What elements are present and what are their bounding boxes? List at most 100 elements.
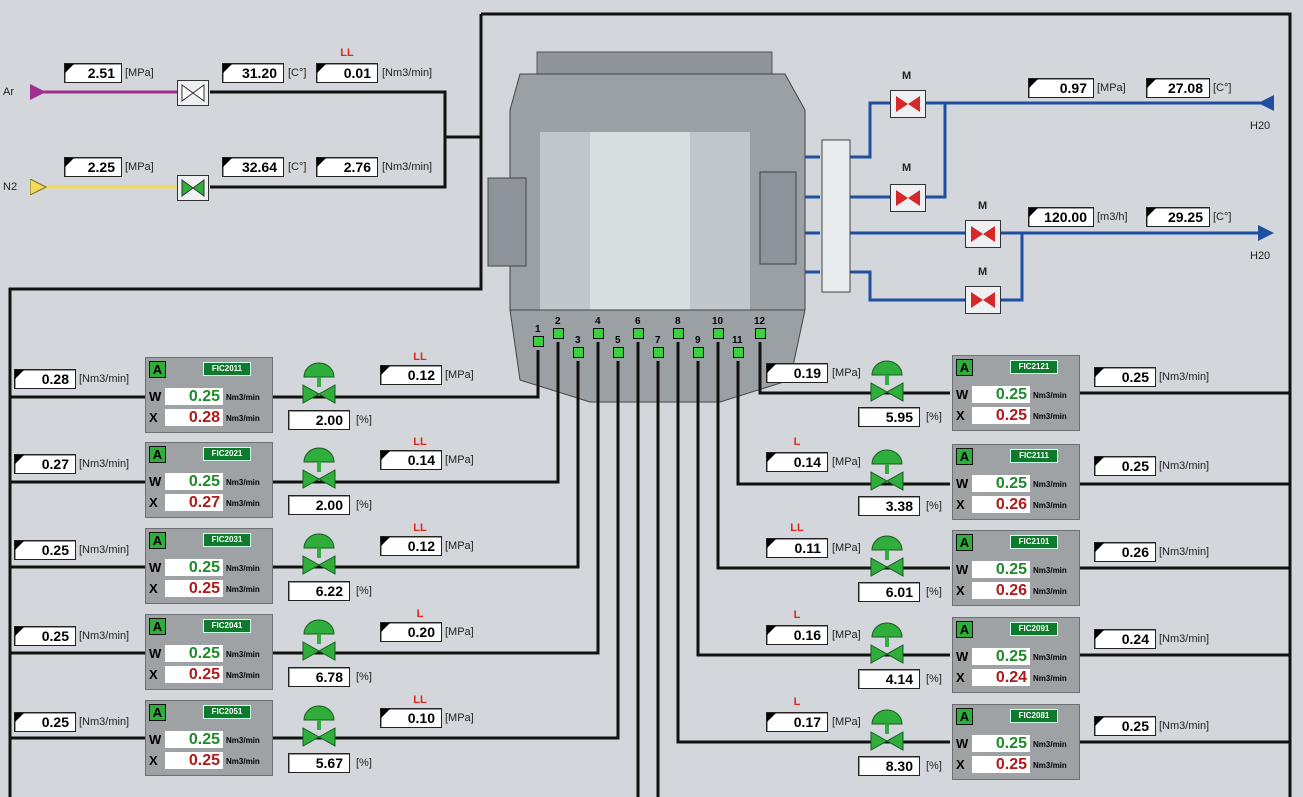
injection-node[interactable]	[633, 328, 644, 339]
valve-position-unit: [%]	[356, 585, 372, 597]
mode-indicator[interactable]: A	[956, 448, 973, 465]
control-valve-icon[interactable]	[300, 532, 338, 581]
setpoint-value[interactable]: 0.25	[972, 561, 1030, 578]
setpoint-value[interactable]: 0.25	[165, 473, 223, 490]
injection-node[interactable]	[673, 328, 684, 339]
setpoint-value[interactable]: 0.25	[165, 388, 223, 405]
water-valve-2-icon[interactable]	[890, 184, 926, 212]
injection-node[interactable]	[653, 347, 664, 358]
control-valve-icon[interactable]	[868, 708, 906, 757]
ar-flow-value: 0.01	[316, 63, 378, 83]
water-valve-1-icon[interactable]	[890, 90, 926, 118]
controller-tag: FIC2021	[203, 447, 251, 461]
water-outlet-arrow-icon	[1258, 95, 1274, 111]
mode-indicator[interactable]: A	[956, 621, 973, 638]
valve-position-value: 6.78	[288, 667, 350, 687]
setpoint-value[interactable]: 0.25	[165, 731, 223, 748]
injection-node[interactable]	[553, 328, 564, 339]
water-top-pressure-value: 0.97	[1028, 78, 1094, 98]
setpoint-value[interactable]: 0.25	[165, 559, 223, 576]
valve-position-value: 3.38	[858, 496, 920, 516]
mode-indicator[interactable]: A	[149, 618, 166, 635]
injection-node[interactable]	[573, 347, 584, 358]
injection-node[interactable]	[613, 347, 624, 358]
water-valve-3-icon[interactable]	[965, 220, 1001, 248]
setpoint-value[interactable]: 0.25	[972, 475, 1030, 492]
injection-node[interactable]	[713, 328, 724, 339]
motor-valve-label: M	[978, 200, 988, 212]
feed-flow-value: 0.26	[1094, 542, 1156, 562]
control-valve-icon[interactable]	[300, 446, 338, 495]
setpoint-value[interactable]: 0.25	[972, 735, 1030, 752]
control-valve-icon[interactable]	[868, 359, 906, 408]
control-valve-icon[interactable]	[868, 534, 906, 583]
pressure-value: 0.19	[766, 363, 828, 383]
measured-label: X	[149, 495, 158, 510]
injection-node[interactable]	[593, 328, 604, 339]
control-valve-icon[interactable]	[868, 621, 906, 670]
setpoint-label: W	[149, 560, 162, 575]
mode-indicator[interactable]: A	[149, 532, 166, 549]
injection-node[interactable]	[693, 347, 704, 358]
measured-value: 0.25	[972, 756, 1030, 773]
injection-node-number: 3	[575, 335, 581, 346]
feed-flow-unit: [Nm3/min]	[1159, 633, 1210, 645]
controller-tag: FIC2101	[1010, 535, 1058, 549]
n2-pressure-unit: [MPa]	[125, 161, 154, 173]
feed-flow-value: 0.25	[1094, 456, 1156, 476]
injection-node-number: 12	[754, 316, 766, 327]
setpoint-value[interactable]: 0.25	[165, 645, 223, 662]
n2-temp-unit: [C°]	[288, 161, 307, 173]
measured-unit: Nm3/min	[1033, 412, 1067, 421]
water-valve-4-icon[interactable]	[965, 286, 1001, 314]
setpoint-unit: Nm3/min	[1033, 740, 1067, 749]
injection-node[interactable]	[755, 328, 766, 339]
pressure-unit: [MPa]	[445, 712, 474, 724]
setpoint-value[interactable]: 0.25	[972, 648, 1030, 665]
feed-flow-value: 0.24	[1094, 629, 1156, 649]
mode-indicator[interactable]: A	[149, 704, 166, 721]
water-outlet-arrow-icon	[1258, 225, 1274, 241]
control-valve-icon[interactable]	[300, 704, 338, 753]
setpoint-unit: Nm3/min	[226, 478, 260, 487]
ar-valve-icon[interactable]	[177, 80, 209, 106]
motor-valve-label: M	[978, 266, 988, 278]
setpoint-label: W	[149, 646, 162, 661]
pressure-value: 0.17	[766, 712, 828, 732]
pressure-alarm: L	[793, 436, 801, 448]
setpoint-label: W	[956, 562, 969, 577]
mode-indicator[interactable]: A	[956, 359, 973, 376]
injection-node[interactable]	[533, 336, 544, 347]
water-bottom-flow-value: 120.00	[1028, 207, 1094, 227]
measured-label: X	[956, 583, 965, 598]
injection-node[interactable]	[733, 347, 744, 358]
n2-valve-icon[interactable]	[177, 175, 209, 201]
measured-label: X	[149, 581, 158, 596]
injection-node-number: 6	[635, 316, 641, 327]
setpoint-unit: Nm3/min	[1033, 391, 1067, 400]
pressure-value: 0.10	[380, 708, 442, 728]
pressure-value: 0.16	[766, 625, 828, 645]
control-valve-icon[interactable]	[300, 618, 338, 667]
mode-indicator[interactable]: A	[149, 446, 166, 463]
control-valve-icon[interactable]	[868, 448, 906, 497]
control-valve-icon[interactable]	[300, 361, 338, 410]
mode-indicator[interactable]: A	[956, 708, 973, 725]
setpoint-value[interactable]: 0.25	[972, 386, 1030, 403]
mode-indicator[interactable]: A	[149, 361, 166, 378]
n2-inlet-arrow-icon	[30, 179, 48, 195]
mode-indicator[interactable]: A	[956, 534, 973, 551]
feed-flow-unit: [Nm3/min]	[79, 716, 130, 728]
injection-node-number: 7	[655, 335, 661, 346]
